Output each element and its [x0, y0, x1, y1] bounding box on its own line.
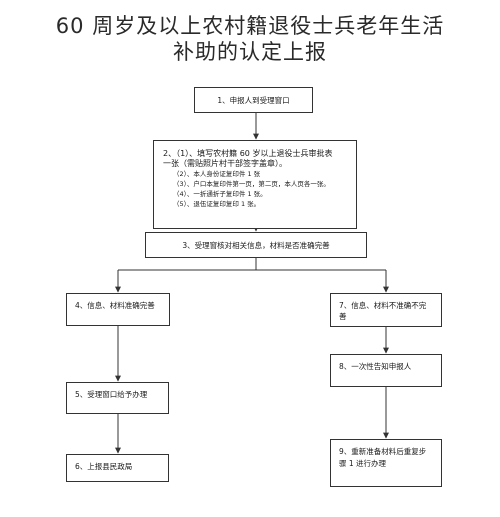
step-2-sub-2: （3）、户口本复印件第一页，第二页，本人页各一张。: [173, 180, 330, 188]
step-9-text: 9、重新准备材料后重复步骤 1 进行办理: [339, 447, 427, 468]
step-2-sub-4: （5）、退伍证复印复印 1 张。: [173, 200, 261, 208]
step-2-sub-3: （4）、一折通折子复印件 1 张。: [173, 190, 267, 198]
step-4-box: 4、信息、材料准确完善: [66, 293, 170, 326]
step-1-box: 1、申报人到受理窗口: [194, 87, 313, 113]
step-8-box: 8、一次性告知申报人: [330, 354, 442, 387]
step-9-box: 9、重新准备材料后重复步骤 1 进行办理: [330, 439, 442, 487]
step-2-sub-1: （2）、本人身份证复印件 1 张: [173, 170, 261, 178]
step-7-text: 7、信息、材料不准确不完善: [339, 301, 427, 321]
step-2-box: 2、（1）、填写农村籍 60 岁以上退役士兵审批表 一张（需贴照片村干部签字盖章…: [153, 140, 357, 229]
step-4-text: 4、信息、材料准确完善: [75, 301, 155, 310]
step-2-main-line1: 2、（1）、填写农村籍 60 岁以上退役士兵审批表: [163, 149, 333, 158]
step-7-box: 7、信息、材料不准确不完善: [330, 293, 442, 327]
step-3-box: 3、受理窗核对相关信息，材料是否准确完善: [145, 232, 367, 258]
page-title: 60 周岁及以上农村籍退役士兵老年生活: [55, 14, 445, 38]
step-3-text: 3、受理窗核对相关信息，材料是否准确完善: [182, 240, 330, 250]
step-1-text: 1、申报人到受理窗口: [217, 95, 290, 105]
step-8-text: 8、一次性告知申报人: [339, 362, 412, 371]
step-6-box: 6、上报县民政局: [66, 454, 169, 482]
step-5-box: 5、受理窗口给予办理: [66, 382, 169, 414]
page-subtitle: 补助的认定上报: [173, 40, 327, 64]
step-6-text: 6、上报县民政局: [75, 462, 133, 471]
step-5-text: 5、受理窗口给予办理: [75, 390, 148, 399]
step-2-main-line2: 一张（需贴照片村干部签字盖章）。: [163, 159, 287, 168]
